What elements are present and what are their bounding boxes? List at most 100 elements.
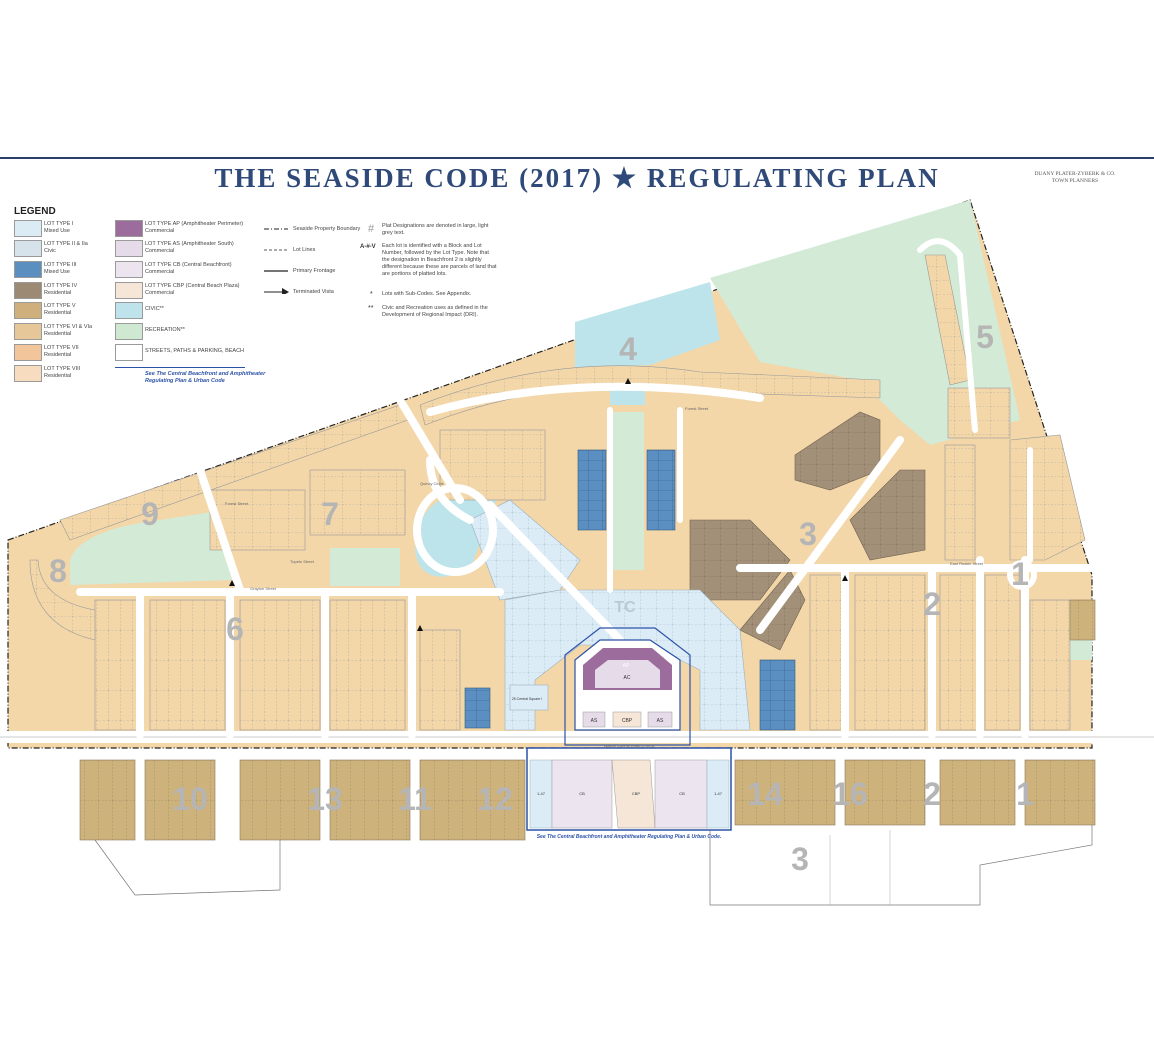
legend-swatch-type-as [115,240,143,257]
quincy-circle [413,484,497,576]
legend-swatch-type-ii [14,240,42,257]
block-west-5 [419,629,461,731]
block-west-3 [239,599,321,731]
block-mixed-use-4 [464,687,491,729]
plat-9: 9 [141,496,159,532]
plat-2: 2 [923,586,941,622]
block-east-1 [809,574,843,731]
recreation-strip [330,548,400,586]
central-square [509,684,549,711]
legend-swatch-civic [115,302,143,319]
plat-7: 7 [321,496,339,532]
street-label-county-road: Walton County Road C-30-A [604,743,655,748]
legend-swatch-type-iv [14,282,42,299]
legend-swatch-type-cbp [115,282,143,299]
plat-10: 10 [172,781,208,817]
street-network [0,238,1154,743]
plat-14: 14 [747,776,783,812]
firm-credit: DUANY PLATER-ZYBERK & CO. TOWN PLANNERS [1010,171,1140,185]
legend-item-type-cbp: LOT TYPE CBP (Central Beach Plaza)Commer… [145,283,240,296]
beachfront-cbp: CBP [632,791,641,796]
legend-note-civic: Civic and Recreation uses as defined in … [382,305,488,318]
legend-blue-note: See The Central Beachfront and Amphithea… [145,371,266,384]
block-northeast-cluster [947,387,1011,439]
civic-area-oval [415,486,500,577]
legend-note-lot-id: Each lot is identified with a Block and … [382,243,497,277]
block-mixed-use-2 [646,449,676,531]
street-label-east-ruskin: East Ruskin Street [950,561,984,566]
beachfront-cb-west: CB [579,791,585,796]
legend-note-mark-subcodes: * [370,291,373,298]
plat-3: 3 [799,516,817,552]
street-label-grayton: Grayton Street [250,586,277,591]
plat-1: 1 [1011,556,1029,592]
plat-4: 4 [619,331,637,367]
legend-note-plat: Plat Designations are denoted in large, … [382,223,489,236]
legend-item-type-ap: LOT TYPE AP (Amphitheater Perimeter)Comm… [145,221,244,234]
street-label-forest-west: Forest Street [225,501,249,506]
block-mixed-use-3 [759,659,796,731]
recreation-area-west [70,510,232,585]
block-mixed-use-1 [577,449,607,531]
legend-note-subcodes: Lots with Sub-Codes. See Appendix. [382,291,472,297]
legend-item-streets: STREETS, PATHS & PARKING, BEACH [145,348,245,354]
amphitheater-as-east-label: AS [657,718,664,724]
plat-11: 11 [398,781,432,817]
recreation-east-pocket [1070,640,1092,660]
legend-blue-boundary-sample [115,367,245,368]
street-label-tupelo: Tupelo Street [290,559,315,564]
plat-8: 8 [49,553,67,589]
plat-12: 12 [477,781,513,817]
amphitheater-cbp-label: CBP [622,718,633,724]
legend-note-mark-civic: ** [368,305,374,312]
east-roundabout [1007,560,1037,590]
firm-role: TOWN PLANNERS [1051,178,1099,184]
legend-swatch-type-viii [14,365,42,382]
terminated-vista-markers [229,378,848,631]
beachfront-note: See The Central Beachfront and Amphithea… [537,834,722,840]
plat-2-south: 2 [923,776,941,812]
amphitheater-as-west-label: AS [591,718,598,724]
amphitheater-ap-label: AP [623,663,630,669]
block-west-fan [29,559,96,641]
legend-swatch-type-cb [115,261,143,278]
legend-item-civic: CIVIC** [145,306,164,312]
legend-item-recreation: RECREATION** [145,327,185,333]
legend-symbol-lot-lines: Lot Lines [293,247,316,253]
page-title: THE SEASIDE CODE (2017) ★ REGULATING PLA… [214,163,940,193]
plat-1-south: 1 [1016,776,1034,812]
plat-designations: 4 5 8 9 6 7 3 2 1 10 11 12 13 14 16 2 1 … [49,319,1034,877]
legend-item-type-as: LOT TYPE AS (Amphitheater South)Commerci… [145,241,234,254]
block-west-4 [329,599,406,731]
block-east-upper-1 [944,444,976,561]
block-brown-east [849,469,926,561]
legend-swatch-type-v [14,302,42,319]
amphitheater-ac-label: AC [624,675,631,681]
block-east-3 [939,574,981,731]
beachfront-lot-east: 1-47 [714,791,723,796]
civic-area-pond [575,282,720,368]
south-beach-blocks [79,759,1096,906]
amphitheater-boundary [564,627,691,746]
central-square-label: 25 Central Square I [512,697,542,701]
firm-name: DUANY PLATER-ZYBERK & CO. [1034,171,1116,177]
amphitheater: AP AC AS CBP AS [574,639,681,731]
plat-5: 5 [976,319,994,355]
header-rule [0,157,1154,159]
plat-3-south: 3 [791,841,809,877]
street-label-forest: Forest Street [685,406,709,411]
block-east-5 [1029,599,1071,731]
recreation-green-central [612,412,644,570]
beachfront-lot-west: 1-47 [537,791,546,796]
legend-swatch-type-vi [14,323,42,340]
block-east-upper-2 [1009,434,1086,561]
legend-title: LEGEND [14,206,56,217]
plat-13: 13 [307,781,343,817]
legend-note-mark-plat: # [368,223,375,235]
